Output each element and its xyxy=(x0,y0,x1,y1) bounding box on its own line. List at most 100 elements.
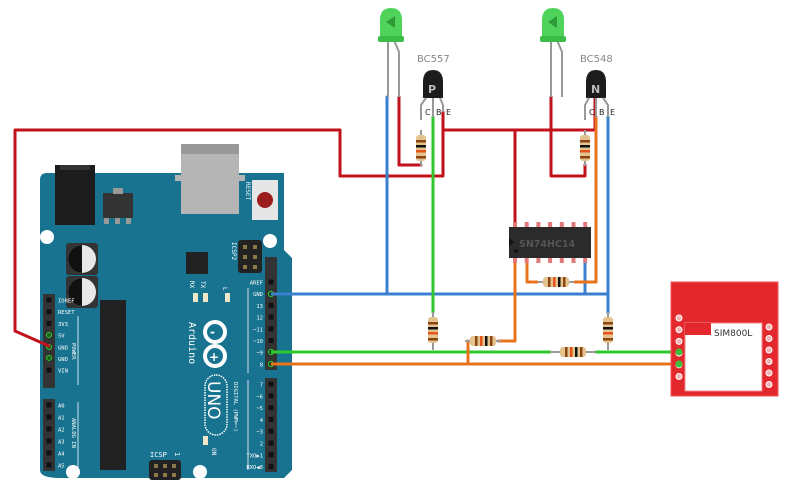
svg-text:E: E xyxy=(446,108,451,117)
wire-red-led2[interactable] xyxy=(549,95,587,178)
transistor-bc557[interactable]: BC557 P C B E xyxy=(417,54,451,120)
sim-pin[interactable] xyxy=(765,335,773,342)
header-pin[interactable] xyxy=(268,302,274,308)
header-pin[interactable] xyxy=(46,297,52,303)
ic-pin[interactable] xyxy=(583,257,588,263)
pin-label: ~5 xyxy=(256,406,263,412)
resistor[interactable] xyxy=(580,130,590,166)
header-pin[interactable] xyxy=(268,416,274,422)
pin-label: ~3 xyxy=(256,430,263,436)
header-pin[interactable] xyxy=(268,464,274,470)
resistor[interactable] xyxy=(428,312,438,348)
sim800l-label: SIM800L xyxy=(714,329,752,339)
header-pin[interactable] xyxy=(268,279,274,285)
uno-model-text: UNO xyxy=(203,381,223,420)
pin-label: RESET xyxy=(58,310,75,316)
pin-label: 13 xyxy=(256,304,263,310)
ic-pin[interactable] xyxy=(524,257,529,263)
arduino-uno-board[interactable]: RESET ICSP2 RX TX L Arduino xyxy=(40,144,292,480)
header-pin[interactable] xyxy=(46,462,52,468)
pin-label: GND xyxy=(58,345,68,351)
header-pin[interactable] xyxy=(268,452,274,458)
resistor[interactable] xyxy=(603,312,613,348)
ic-pin[interactable] xyxy=(524,222,529,228)
sim800l-module[interactable]: SIM800L xyxy=(670,281,779,397)
arduino-infinity-logo xyxy=(203,320,227,368)
ic-pin[interactable] xyxy=(513,222,517,228)
arduino-brand-text: Arduino xyxy=(186,322,197,364)
led-2[interactable] xyxy=(540,8,566,97)
icsp2-label: ICSP2 xyxy=(230,242,237,260)
sim-pin[interactable] xyxy=(765,346,773,354)
ic-pin[interactable] xyxy=(571,222,576,228)
svg-text:C: C xyxy=(425,108,431,117)
sim-pin[interactable] xyxy=(675,373,683,380)
header-pin[interactable] xyxy=(46,438,52,444)
ic-pin[interactable] xyxy=(536,257,541,263)
icsp2-header xyxy=(238,240,262,273)
led-1[interactable] xyxy=(378,8,404,97)
on-led xyxy=(203,436,208,445)
header-pin[interactable] xyxy=(46,320,52,326)
pin-label: 7 xyxy=(260,383,263,389)
ic-sn74hc14[interactable]: SN74HC14 xyxy=(509,222,591,263)
power-group-label: POWER xyxy=(70,343,76,360)
wire-blue-gnd[interactable] xyxy=(270,115,610,296)
header-pin[interactable] xyxy=(46,309,52,315)
header-pin[interactable] xyxy=(46,414,52,420)
sim-pin[interactable] xyxy=(765,369,773,377)
bc557-label: BC557 xyxy=(417,54,450,65)
header-pin[interactable] xyxy=(46,367,52,373)
header-pin[interactable] xyxy=(268,326,274,332)
ic-label: SN74HC14 xyxy=(519,239,576,250)
ic-pin[interactable] xyxy=(536,222,541,228)
wire-orange-ic-in[interactable] xyxy=(525,256,539,284)
ic-pin[interactable] xyxy=(559,222,564,228)
header-pin[interactable] xyxy=(46,450,52,456)
pin-label: A4 xyxy=(58,452,65,458)
ic-pin[interactable] xyxy=(571,257,576,263)
resistor[interactable] xyxy=(465,336,501,346)
pin-label: 12 xyxy=(256,316,263,322)
ic-pin[interactable] xyxy=(583,222,588,228)
header-pin[interactable] xyxy=(268,405,274,411)
wire-orange-ic-out[interactable] xyxy=(496,256,517,343)
sim-pin[interactable] xyxy=(675,314,683,322)
usb-chip xyxy=(186,252,208,274)
resistor[interactable] xyxy=(416,130,426,166)
transistor-bc548[interactable]: BC548 N C B E xyxy=(580,54,615,120)
l-led xyxy=(225,293,230,302)
header-pin[interactable] xyxy=(268,314,274,320)
header-pin[interactable] xyxy=(268,338,274,343)
wire-orange-base-n[interactable] xyxy=(573,115,598,284)
resistors xyxy=(416,130,613,357)
pin-label: ~9 xyxy=(256,351,263,357)
pin-label: 2 xyxy=(260,442,263,448)
digital-group-label: DIGITAL (PWM=~) xyxy=(232,382,238,432)
header-pin[interactable] xyxy=(268,428,274,434)
sim-pin[interactable] xyxy=(765,323,773,331)
header-pin[interactable] xyxy=(46,426,52,432)
header-pin[interactable] xyxy=(268,381,274,387)
resistor[interactable] xyxy=(538,277,574,287)
pin-label: RXO◀0 xyxy=(246,465,263,471)
header-pin[interactable] xyxy=(268,393,274,399)
capacitor-2 xyxy=(66,276,98,308)
ic-pin[interactable] xyxy=(548,222,553,228)
sim-pin[interactable] xyxy=(675,326,683,334)
wire-red-emitter-p[interactable] xyxy=(441,95,597,132)
ic-pin[interactable] xyxy=(548,257,553,263)
sim-pin[interactable] xyxy=(675,337,683,345)
svg-text:N: N xyxy=(591,83,600,96)
sim-pin-connected xyxy=(675,360,683,368)
resistor[interactable] xyxy=(555,347,591,357)
ic-pin[interactable] xyxy=(559,257,564,263)
header-pin[interactable] xyxy=(268,440,274,446)
l-label: L xyxy=(221,287,228,291)
wire-red-5v[interactable] xyxy=(13,118,445,348)
sim-pin[interactable] xyxy=(765,358,773,365)
sim-pin[interactable] xyxy=(765,381,773,388)
wire-red-led1[interactable] xyxy=(397,95,423,167)
ic-pin[interactable] xyxy=(513,257,517,263)
header-pin[interactable] xyxy=(46,402,52,408)
